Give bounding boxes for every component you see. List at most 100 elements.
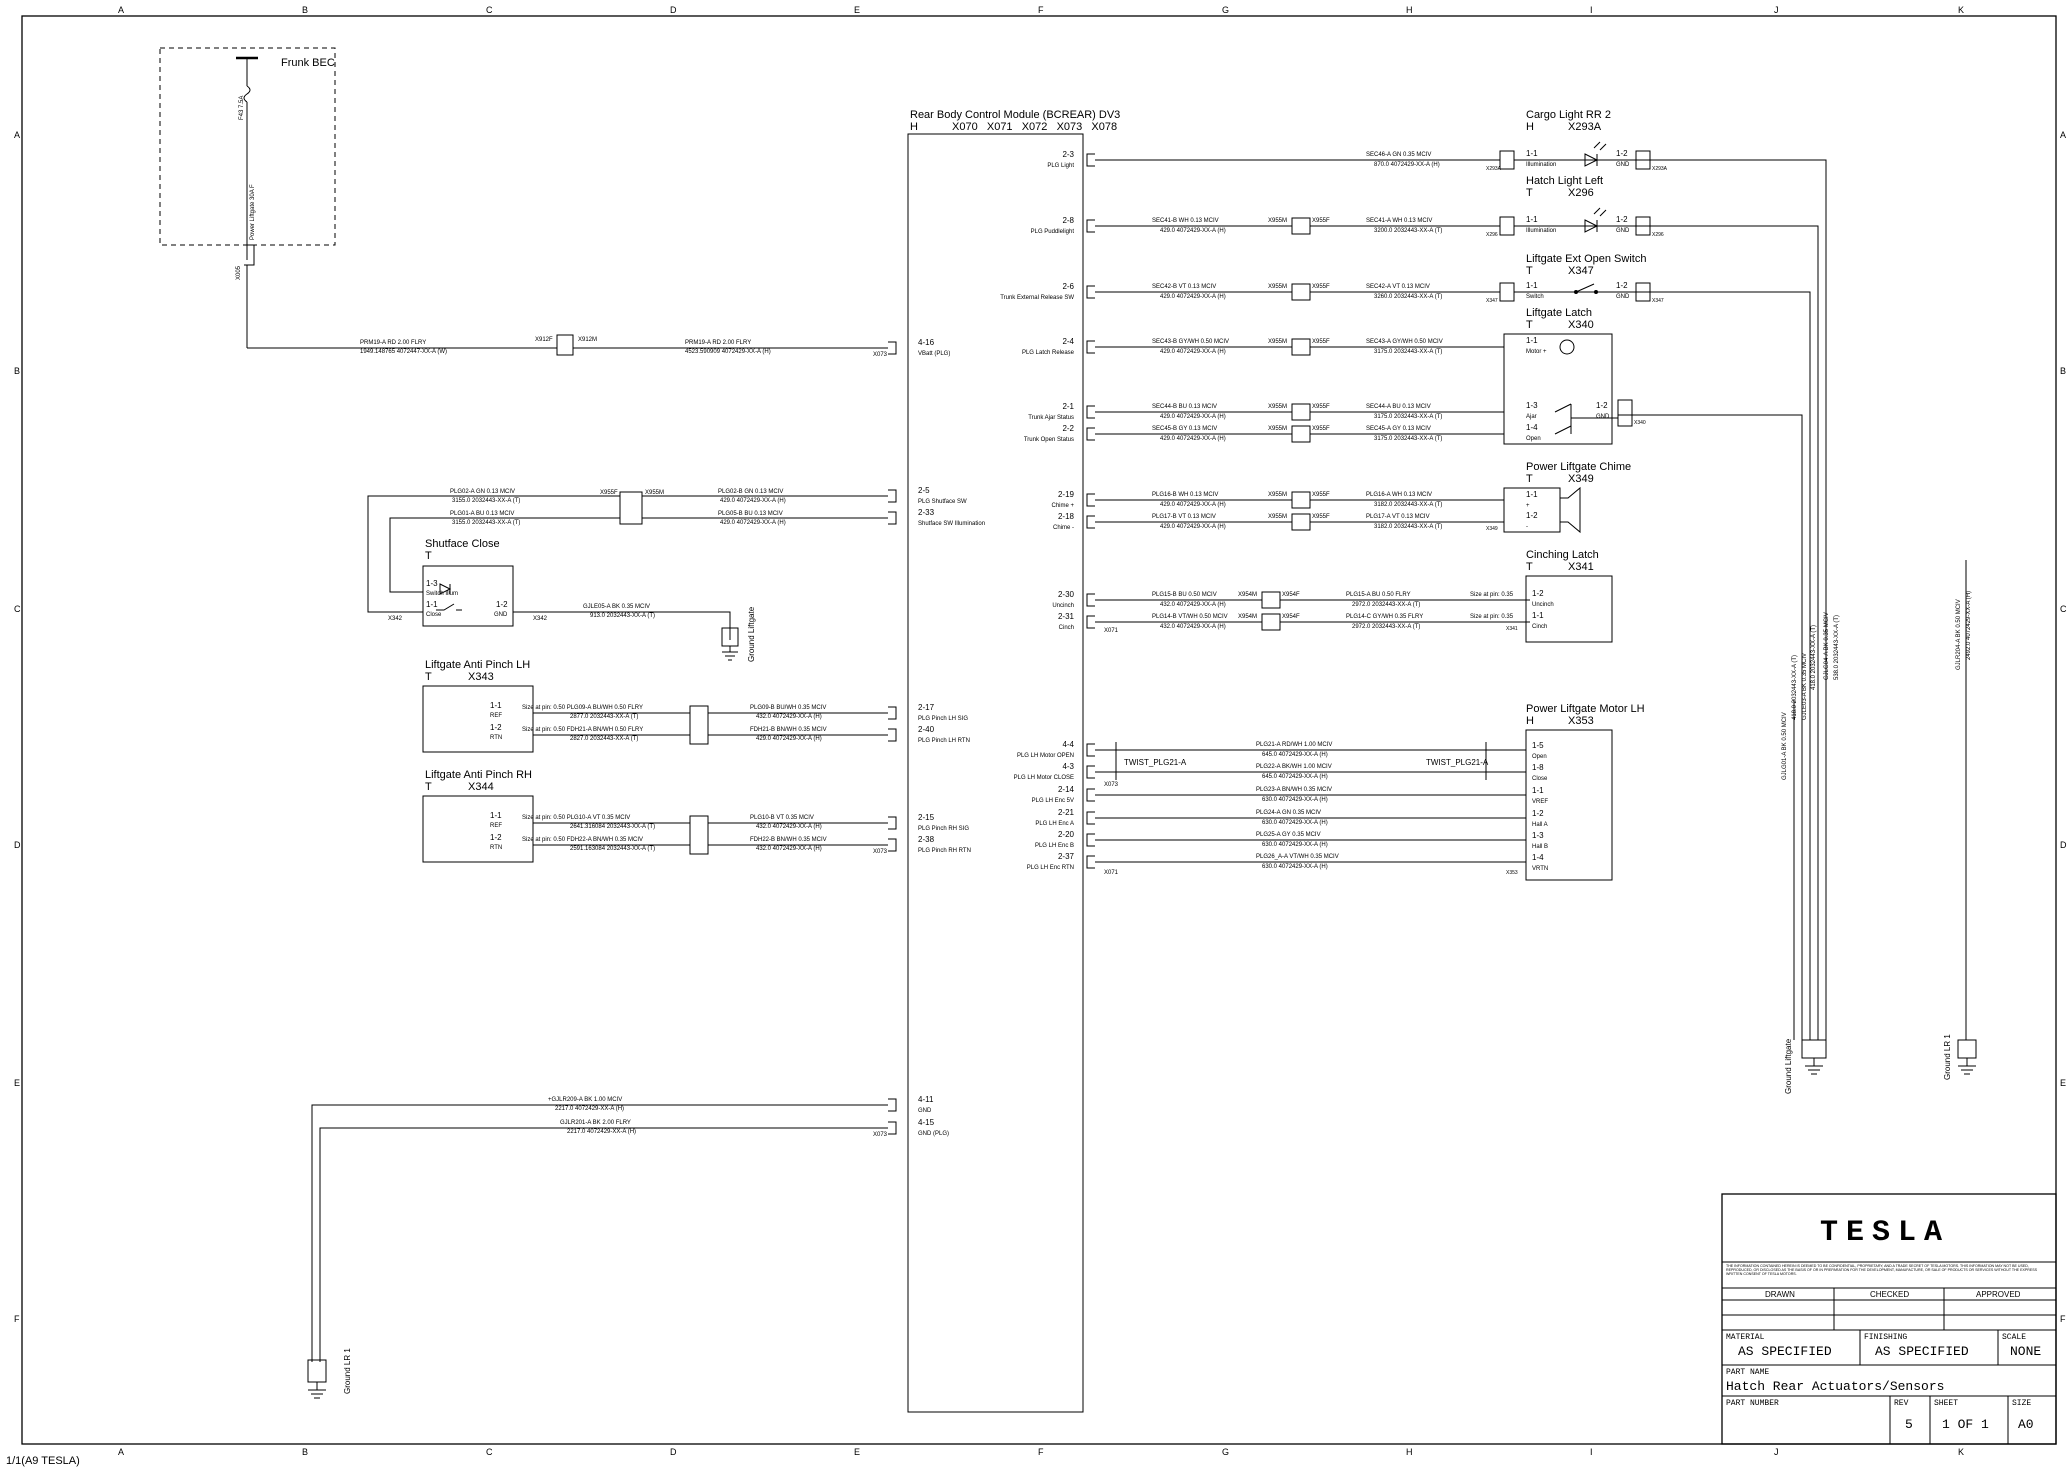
col-label-top: F bbox=[1038, 5, 1044, 15]
splice-label: X955F bbox=[600, 490, 618, 496]
hatch-conn-out-label: X296 bbox=[1652, 232, 1664, 238]
frunk-bec-title: Frunk BEC bbox=[281, 57, 335, 69]
switch-icon bbox=[436, 603, 462, 611]
motor-wire-label: PLG23-A BN/WH 0.35 MCIV bbox=[1256, 787, 1332, 793]
pinch-rh-title: Liftgate Anti Pinch RH bbox=[425, 769, 532, 781]
pinch-lh-pin1-label: REF bbox=[490, 713, 502, 719]
gnd-wire-2-sub: 2217.0 4072429-XX-A (H) bbox=[567, 1129, 636, 1135]
bcm-left-pin-number: 4-15 bbox=[918, 1118, 935, 1127]
splice-label: X955M bbox=[1268, 426, 1287, 432]
pinch-lh-harness: T bbox=[425, 671, 432, 683]
col-label-top: B bbox=[302, 5, 308, 15]
motor-pin-number: 1-4 bbox=[1532, 853, 1544, 862]
finishing-label: FINISHING bbox=[1864, 1333, 1907, 1342]
bcm-left-pin-number: 2-33 bbox=[918, 508, 935, 517]
bcm-right-pin-number: 2-2 bbox=[1062, 424, 1074, 433]
bcm-pin-terminal bbox=[888, 511, 897, 525]
shutface-w2: PLG01-A BU 0.13 MCIV bbox=[450, 511, 514, 517]
latch-title: Liftgate Latch bbox=[1526, 307, 1592, 319]
bcm-left-pin-number: 4-16 bbox=[918, 338, 935, 347]
frunk-fuse-label: F43 7.5A bbox=[239, 96, 245, 120]
shutface-title: Shutface Close bbox=[425, 538, 500, 550]
bcm-right-conn-cinch: X071 bbox=[1104, 628, 1119, 634]
bcm-left-conn-label: X073 bbox=[873, 1132, 888, 1138]
pinch-rh-w1s: 2641.316084 2032443-XX-A (T) bbox=[570, 824, 655, 830]
wire-right-sub: 3175.0 2032443-XX-A (T) bbox=[1374, 436, 1442, 442]
hatch-harness: T bbox=[1526, 187, 1533, 199]
motor-wire-label: PLG25-A GY 0.35 MCIV bbox=[1256, 832, 1321, 838]
motor-wire-sub: 630.0 4072429-XX-A (H) bbox=[1262, 842, 1328, 848]
cargo-conn: X293A bbox=[1568, 121, 1602, 133]
motor-wire-label: PLG24-A GN 0.35 MCIV bbox=[1256, 810, 1321, 816]
bcm-right-pin-number: 2-18 bbox=[1058, 512, 1075, 521]
wire-left-sub: 429.0 4072429-XX-A (H) bbox=[1160, 349, 1226, 355]
bcm-right-pin-label: PLG Puddlelight bbox=[1031, 229, 1075, 235]
wire-right-label: PLG17-A VT 0.13 MCIV bbox=[1366, 514, 1430, 520]
motor-pin-label: VREF bbox=[1532, 799, 1548, 805]
chime-conn-label: X349 bbox=[1486, 526, 1498, 532]
pinch-lh-pin2-label: RTN bbox=[490, 735, 502, 741]
cinching-title: Cinching Latch bbox=[1526, 549, 1599, 561]
latch-conn-label: X340 bbox=[1634, 420, 1646, 426]
scale-value: NONE bbox=[2010, 1344, 2041, 1359]
connector-icon bbox=[244, 244, 255, 266]
wire-right-sub: 3260.0 2032443-XX-A (T) bbox=[1374, 294, 1442, 300]
motor-harness: H bbox=[1526, 715, 1534, 727]
ground-icon bbox=[308, 1382, 326, 1399]
col-label-bottom: G bbox=[1222, 1447, 1229, 1457]
bcm-right-pin-number: 2-31 bbox=[1058, 612, 1075, 621]
chime-harness: T bbox=[1526, 473, 1533, 485]
pinch-lh-w4: FDH21-B BN/WH 0.35 MCIV bbox=[750, 727, 827, 733]
approved-label: APPROVED bbox=[1976, 1290, 2021, 1299]
bcm-module-box bbox=[907, 133, 1084, 1413]
ground-lr1-label: Ground LR 1 bbox=[343, 1348, 352, 1394]
wire-right-sub: 2972.0 2032443-XX-A (T) bbox=[1352, 602, 1420, 608]
bcm-left-conn-label: X073 bbox=[873, 352, 888, 358]
latch-conn-out bbox=[1617, 399, 1633, 427]
rev-label: REV bbox=[1894, 1399, 1909, 1408]
wire-right-sub: 3182.0 2032443-XX-A (T) bbox=[1374, 502, 1442, 508]
bcm-pin-terminal bbox=[888, 816, 897, 830]
motor-pin-number: 1-2 bbox=[1532, 809, 1544, 818]
inline-connector bbox=[1291, 283, 1311, 301]
ground-icon bbox=[1805, 1058, 1823, 1075]
ground-bundle: Ground Liftgate Ground LR 1 GJLG01-A BK … bbox=[1618, 159, 1977, 1094]
bcm-right-pin-label: PLG LH Enc RTN bbox=[1027, 865, 1074, 871]
motor-pin-label: Close bbox=[1532, 776, 1548, 782]
pinch-lh-w2s: 2827.0 2032443-XX-A (T) bbox=[570, 736, 638, 742]
shutface-w2s: 3155.0 2032443-XX-A (T) bbox=[452, 520, 520, 526]
col-label-bottom: C bbox=[486, 1447, 493, 1457]
splice-label: X955F bbox=[1312, 492, 1330, 498]
bcm-left-pin-label: Shutface SW Illumination bbox=[918, 521, 985, 527]
wire-left-sub: 429.0 4072429-XX-A (H) bbox=[1160, 524, 1226, 530]
shutface-w4s: 429.0 4072429-XX-A (H) bbox=[720, 520, 786, 526]
bcm-right-pin-label: Trunk External Release SW bbox=[1000, 295, 1074, 301]
wire-right-label: SEC46-A GN 0.35 MCIV bbox=[1366, 152, 1431, 158]
row-label-right: B bbox=[2060, 366, 2066, 376]
bcm-pin-terminal bbox=[1086, 515, 1095, 529]
pinch-rh-w4: FDH22-B BN/WH 0.35 MCIV bbox=[750, 837, 827, 843]
shutface-gnd-wire-sub: 913.0 2032443-XX-A (T) bbox=[590, 613, 655, 619]
extopen-connector-in bbox=[1499, 282, 1515, 302]
cargo-connector-in bbox=[1499, 150, 1515, 170]
shutface-pin-1-3-label: Switch Illum bbox=[426, 591, 458, 597]
pinch-rh-w4s: 432.0 4072429-XX-A (H) bbox=[756, 846, 822, 852]
wire-left-sub: 429.0 4072429-XX-A (H) bbox=[1160, 228, 1226, 234]
motor-icon bbox=[1559, 339, 1575, 355]
motor-wire-sub: 630.0 4072429-XX-A (H) bbox=[1262, 820, 1328, 826]
bcm-right-pin-number: 2-1 bbox=[1062, 402, 1074, 411]
splice-label: X954F bbox=[1282, 592, 1300, 598]
wire-left-label: SEC41-B WH 0.13 MCIV bbox=[1152, 218, 1219, 224]
latch-pin-gnd-label: GND bbox=[1596, 414, 1610, 420]
extopen-pin2: 1-2 bbox=[1616, 281, 1628, 290]
chime-pin2-label: - bbox=[1526, 524, 1528, 530]
size-label: SIZE bbox=[2012, 1399, 2031, 1408]
ground-v4s: 2492.0 4072429-XX-A (H) bbox=[1966, 591, 1972, 660]
latch-pin-open-label: Open bbox=[1526, 436, 1541, 442]
col-label-top: D bbox=[670, 5, 677, 15]
bcm-pin-terminal bbox=[888, 341, 897, 355]
